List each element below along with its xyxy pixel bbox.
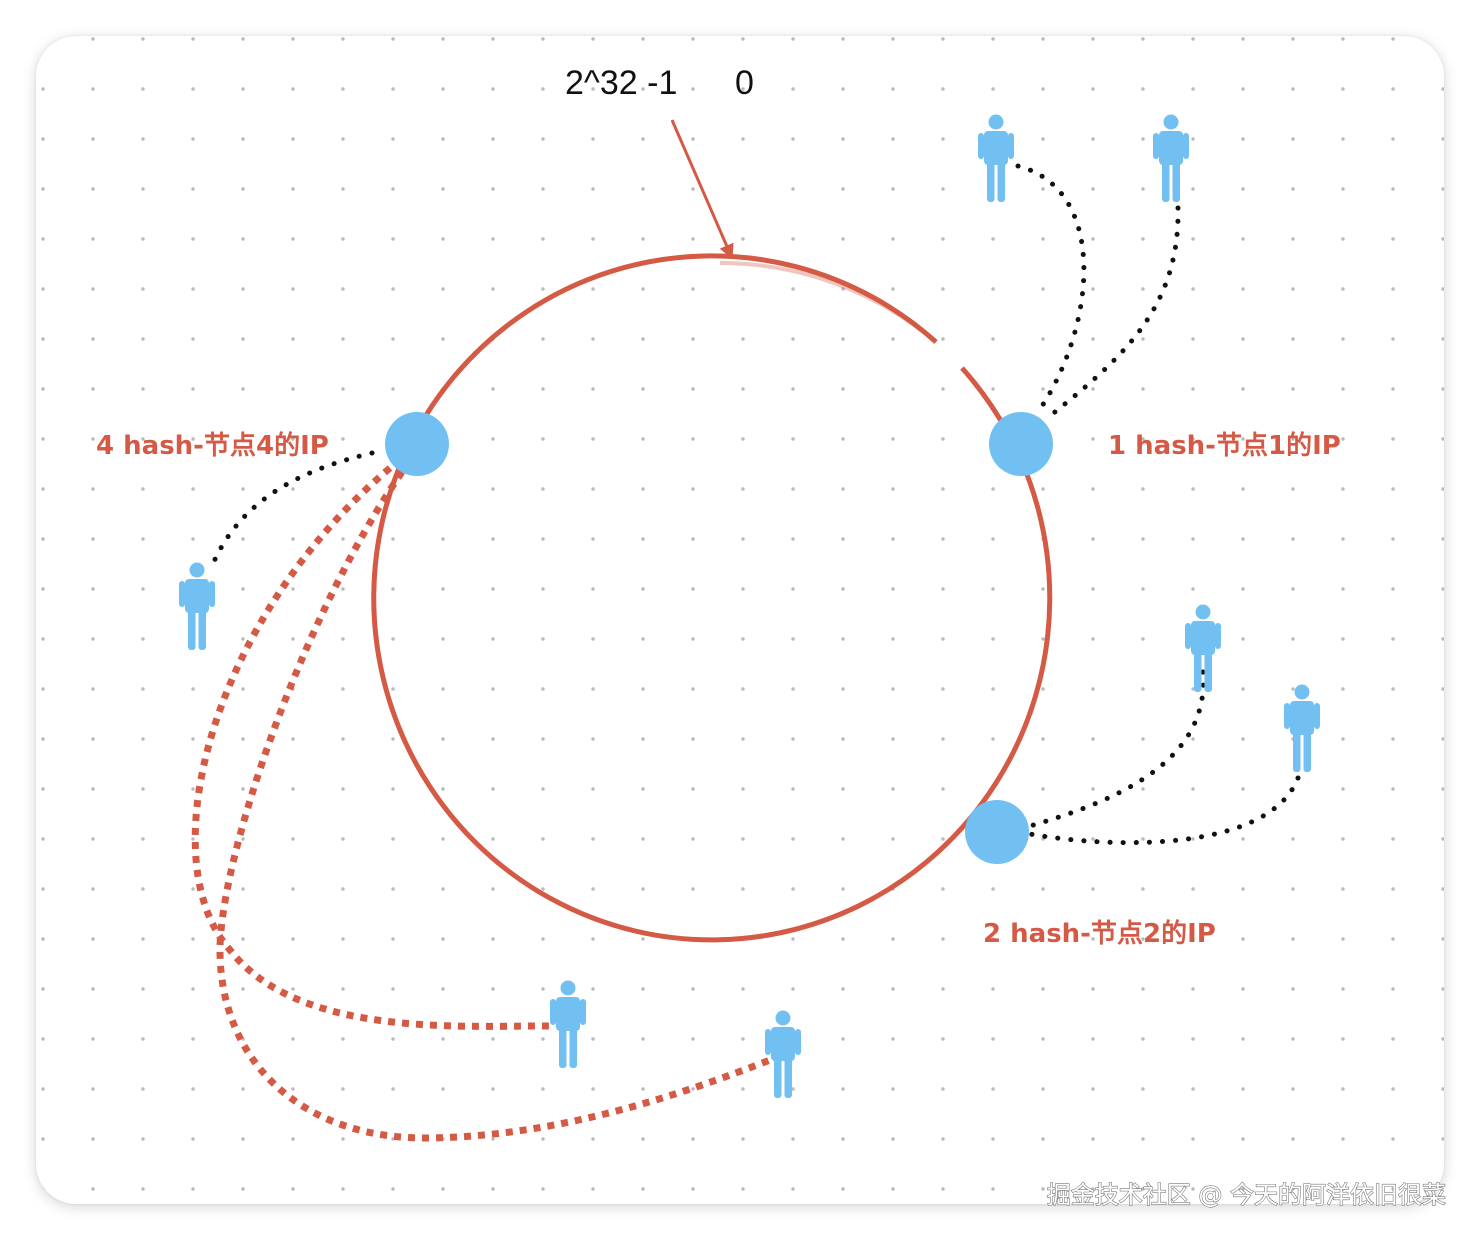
link-user-e-node-4 — [209, 450, 375, 569]
hash-ring-fade — [719, 261, 938, 344]
node-2-circle — [965, 800, 1029, 864]
node-2-links — [1027, 669, 1301, 846]
ring-max-label: 2^32 -1 — [565, 64, 677, 102]
node-2-label: 2 hash-节点2的IP — [983, 918, 1216, 949]
link-user-a-node-1 — [1015, 163, 1087, 415]
link-user-g-node-4 — [216, 470, 772, 1142]
link-user-c-node-2 — [1027, 669, 1206, 829]
node-1-label: 1 hash-节点1的IP — [1108, 430, 1341, 461]
grid-background — [36, 36, 1444, 1204]
link-user-d-node-2 — [1027, 775, 1301, 846]
watermark: 掘金技术社区 @ 今天的阿洋依旧很菜 — [1047, 1181, 1446, 1209]
hash-ring — [371, 253, 1053, 943]
link-user-b-node-1 — [1042, 205, 1181, 423]
node-1-links — [1015, 163, 1181, 423]
ring-zero-label: 0 — [735, 64, 754, 102]
node-4-red-links — [191, 465, 772, 1142]
ring-origin-arrow — [670, 119, 734, 260]
node-4-circle — [385, 412, 449, 476]
node-4-label: 4 hash-节点4的IP — [96, 430, 329, 461]
node-1-circle — [989, 412, 1053, 476]
